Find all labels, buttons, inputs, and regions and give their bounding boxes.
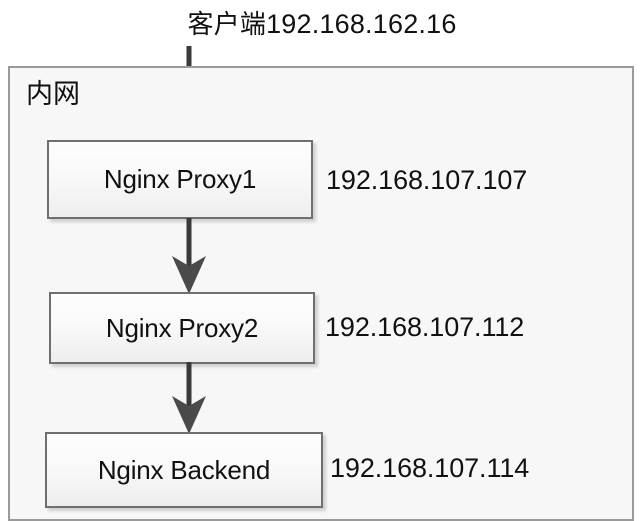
node-ip-nginx-backend: 192.168.107.114 [330, 453, 530, 483]
node-label: Nginx Backend [97, 454, 271, 485]
node-nginx-backend[interactable]: Nginx Backend [45, 432, 323, 508]
node-nginx-proxy2[interactable]: Nginx Proxy2 [49, 292, 315, 364]
node-ip-nginx-proxy2: 192.168.107.112 [325, 312, 525, 342]
client-caption: 客户端192.168.162.16 [0, 4, 644, 45]
client-ip: 192.168.162.16 [266, 9, 457, 39]
node-nginx-proxy1[interactable]: Nginx Proxy1 [47, 140, 313, 219]
intranet-label: 内网 [26, 79, 80, 110]
arrow-proxy1-to-proxy2-icon [172, 218, 206, 294]
node-label: Nginx Proxy2 [105, 312, 259, 343]
arrow-proxy2-to-backend-icon [172, 362, 206, 434]
client-label: 客户端 [187, 10, 267, 40]
node-ip-nginx-proxy1: 192.168.107.107 [326, 165, 528, 195]
node-label: Nginx Proxy1 [103, 164, 257, 194]
